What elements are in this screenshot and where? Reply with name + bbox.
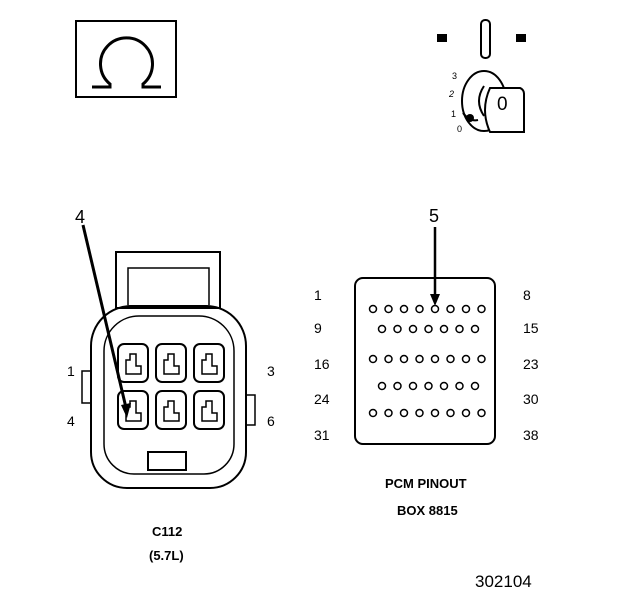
ignition-pos-1: 1 <box>451 109 457 119</box>
pcm-pin-10 <box>393 324 402 334</box>
pcm-pin-19 <box>415 354 424 364</box>
pcm-pin-24 <box>377 381 387 391</box>
pcm-pin-20 <box>430 354 440 364</box>
callout-arrow-5 <box>430 227 440 306</box>
pcm-pin-15 <box>470 324 480 334</box>
ignition-pos-0: 0 <box>457 124 463 134</box>
ignition-key-label: 0 <box>497 94 508 115</box>
pcm-pin-2 <box>384 304 393 314</box>
pcm-pin-27 <box>424 381 433 391</box>
pcm-pin-22 <box>461 354 471 364</box>
pcm-pin-13 <box>439 324 449 334</box>
c112-pin-label-6: 6 <box>267 413 275 429</box>
pcm-pin-23 <box>477 354 486 364</box>
c112-pin-label-1: 1 <box>67 363 75 379</box>
pcm-pin-29 <box>455 381 464 391</box>
pcm-pin-25 <box>393 381 402 391</box>
callout-4-label: 4 <box>75 207 86 227</box>
pcm-pin-37 <box>461 408 471 418</box>
c112-cavity-5 <box>155 390 187 430</box>
pcm-pin-3 <box>399 304 409 314</box>
pcm-subtitle: BOX 8815 <box>397 503 458 518</box>
ignition-pos-3: 3 <box>452 71 458 81</box>
pcm-pin-5 <box>430 304 440 314</box>
pcm-row-label-right-23: 23 <box>523 356 539 372</box>
pcm-pin-12 <box>424 324 433 334</box>
pcm-pin-1 <box>368 304 378 314</box>
pcm-pin-32 <box>384 408 393 418</box>
pcm-pin-33 <box>399 408 409 418</box>
pcm-pin-38 <box>477 408 486 418</box>
ignition-switch-icon <box>437 19 526 133</box>
figure-number: 302104 <box>475 572 532 591</box>
ohmmeter-icon <box>75 20 177 98</box>
pcm-row-label-left-1: 1 <box>314 287 322 303</box>
c112-cavity-1 <box>117 343 149 383</box>
c112-cavity-3 <box>193 343 225 383</box>
c112-cavity-6 <box>193 390 225 430</box>
pcm-row-label-right-30: 30 <box>523 391 539 407</box>
pcm-pin-6 <box>446 304 455 314</box>
pcm-row-label-right-8: 8 <box>523 287 531 303</box>
pcm-pin-28 <box>439 381 449 391</box>
callout-5-label: 5 <box>429 206 440 226</box>
pcm-row-label-right-15: 15 <box>523 320 539 336</box>
pcm-pin-14 <box>455 324 464 334</box>
pcm-pin-4 <box>415 304 424 314</box>
c112-pin-label-3: 3 <box>267 363 275 379</box>
pcm-row-label-left-31: 31 <box>314 427 330 443</box>
callout-arrow-4 <box>81 224 131 418</box>
pcm-pin-11 <box>408 324 418 334</box>
c112-sub: (5.7L) <box>149 548 184 563</box>
connector-c112 <box>81 251 256 489</box>
pcm-pin-30 <box>470 381 480 391</box>
pcm-pin-31 <box>368 408 378 418</box>
pcm-pin-26 <box>408 381 418 391</box>
pcm-pin-18 <box>399 354 409 364</box>
pcm-row-label-left-16: 16 <box>314 356 330 372</box>
pcm-row-label-left-24: 24 <box>314 391 330 407</box>
pcm-row-label-right-38: 38 <box>523 427 539 443</box>
pcm-title: PCM PINOUT <box>385 476 467 491</box>
pcm-pin-17 <box>384 354 393 364</box>
pcm-pin-16 <box>368 354 378 364</box>
pcm-pin-21 <box>446 354 455 364</box>
pcm-connector <box>354 277 496 445</box>
pcm-pin-8 <box>477 304 486 314</box>
c112-cavity-2 <box>155 343 187 383</box>
pcm-row-label-left-9: 9 <box>314 320 322 336</box>
pcm-pin-36 <box>446 408 455 418</box>
pcm-pin-7 <box>461 304 471 314</box>
pcm-pin-34 <box>415 408 424 418</box>
ignition-pos-2: 2 <box>449 89 455 99</box>
c112-pin-label-4: 4 <box>67 413 75 429</box>
c112-name: C112 <box>152 524 183 539</box>
pcm-pin-9 <box>377 324 387 334</box>
pcm-pin-35 <box>430 408 440 418</box>
